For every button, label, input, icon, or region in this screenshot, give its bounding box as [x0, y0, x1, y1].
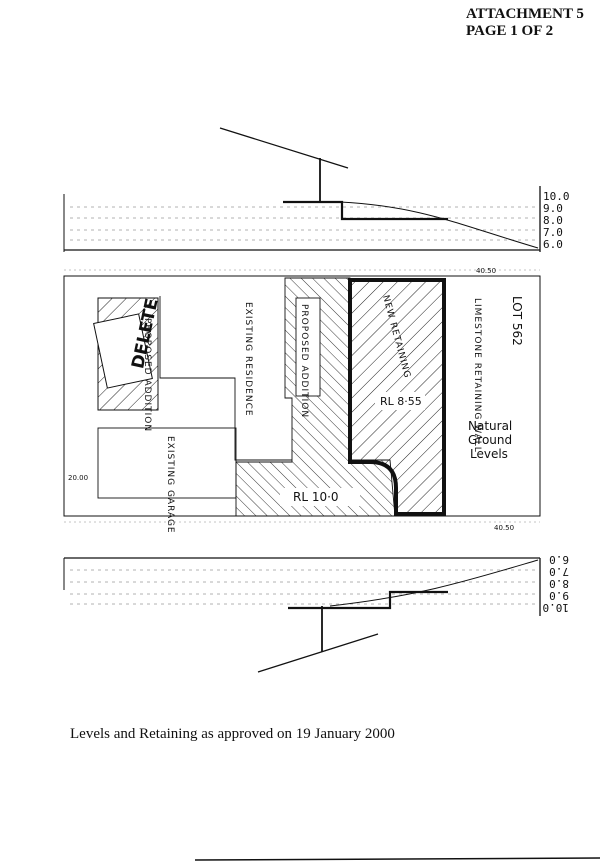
top-scale-8: 8.0 [543, 214, 563, 227]
proposed-addition-left-label: PROPOSED ADDITION [142, 318, 152, 432]
top-section-elevation: 10.0 9.0 8.0 7.0 6.0 [63, 127, 570, 252]
rl-10-label: RL 10·0 [293, 490, 339, 504]
dim-top: 40.50 [476, 267, 496, 275]
bottom-scale-8: 8.0 [549, 577, 569, 590]
attachment-title: ATTACHMENT 5 [466, 6, 584, 22]
rl-855-label: RL 8·55 [380, 395, 422, 408]
bottom-scale-7: 7.0 [549, 565, 569, 578]
proposed-addition-mid-label: PROPOSED ADDITION [299, 304, 309, 418]
lot-562-label: LOT 562 [510, 296, 524, 346]
bottom-scale-10: 10.0 [543, 601, 570, 614]
top-scale-10: 10.0 [543, 190, 570, 203]
top-scale-7: 7.0 [543, 226, 563, 239]
existing-garage-label: EXISTING GARAGE [165, 436, 175, 534]
top-scale-6: 6.0 [543, 238, 563, 251]
bottom-scale-6: 6.0 [549, 553, 569, 566]
existing-residence-label: EXISTING RESIDENCE [243, 302, 253, 417]
natural-ground-line-1: Natural [468, 419, 512, 433]
bottom-scale-9: 9.0 [549, 589, 569, 602]
top-scale-9: 9.0 [543, 202, 563, 215]
drawing-caption: Levels and Retaining as approved on 19 J… [70, 726, 395, 742]
natural-ground-line-3: Levels [470, 447, 508, 461]
limestone-wall-label: LIMESTONE RETAINING WALL [472, 298, 482, 453]
plan-view: DELETE PROPOSED ADDITION EXISTING RESIDE… [63, 267, 541, 534]
attachment-header: ATTACHMENT 5 PAGE 1 OF 2 [466, 6, 584, 40]
page-number: PAGE 1 OF 2 [466, 23, 554, 39]
bottom-section-elevation: 10.0 9.0 8.0 7.0 6.0 [63, 553, 570, 673]
natural-ground-line-2: Ground [468, 433, 512, 447]
dim-bottom: 40.50 [494, 524, 514, 532]
dim-left: 20.00 [68, 474, 88, 482]
